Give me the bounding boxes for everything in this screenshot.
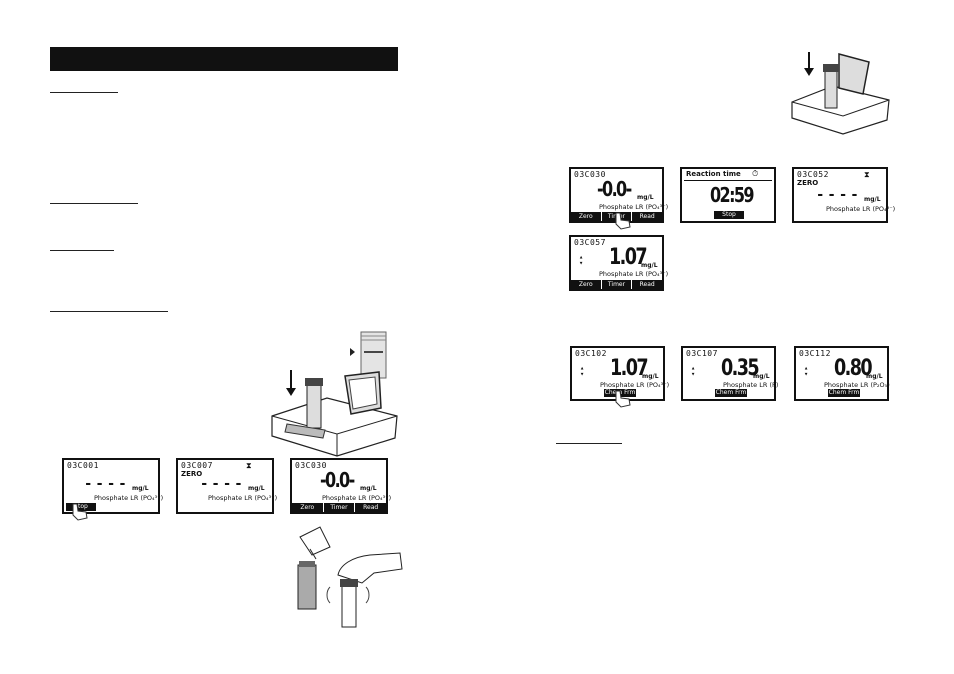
screen-code: 03C001 bbox=[67, 461, 99, 470]
read-button[interactable]: Read bbox=[639, 281, 655, 288]
unit-label: mg/L bbox=[642, 373, 659, 380]
pointing-hand-icon bbox=[615, 390, 631, 408]
up-down-arrows-icon: ▴▾ bbox=[691, 364, 696, 378]
zero-button[interactable]: Zero bbox=[571, 280, 602, 289]
hourglass-icon: ⧗ bbox=[864, 170, 870, 179]
timer-button[interactable]: Timer bbox=[324, 503, 356, 512]
display-screen-6: 03C052 ⧗ ZERO ---- mg/L Phosphate LR (PO… bbox=[792, 167, 895, 223]
unit-label: mg/L bbox=[360, 485, 377, 492]
screen-code: 03C030 bbox=[574, 170, 606, 179]
up-down-arrows-icon: ▴▾ bbox=[580, 364, 585, 378]
display-screen-7: 03C057 ▴▾ 1.07 mg/L Phosphate LR (PO₄³⁻)… bbox=[569, 235, 668, 291]
chem-form-button[interactable]: Chem Frm bbox=[828, 389, 860, 397]
dashed-reading: ---- bbox=[200, 476, 246, 492]
reading-value: 0.80 bbox=[834, 356, 873, 381]
heading-underline-3 bbox=[50, 250, 114, 251]
title-divider bbox=[684, 180, 772, 181]
dashed-reading: ---- bbox=[816, 187, 862, 203]
display-screen-10: 03C112 ▴▾ 0.80 mg/L Phosphate LR (P₂O₅) … bbox=[794, 346, 890, 401]
reading-value: 1.07 bbox=[609, 245, 648, 270]
display-screen-5: Reaction time ⏱ 02:59 Stop bbox=[680, 167, 776, 223]
unit-label: mg/L bbox=[132, 485, 149, 492]
chem-form-button[interactable]: Chem Frm bbox=[715, 389, 747, 397]
zero-label: ZERO bbox=[797, 179, 819, 187]
method-label: Phosphate LR (PO₄³⁻) bbox=[599, 203, 669, 211]
pointing-hand-icon bbox=[615, 212, 631, 230]
unit-label: mg/L bbox=[864, 196, 881, 203]
screen-code: 03C107 bbox=[686, 349, 718, 358]
display-screen-2: 03C007 ⧗ ZERO ---- mg/L Phosphate LR (PO… bbox=[176, 458, 278, 514]
zero-label: ZERO bbox=[181, 470, 203, 478]
softkey-bar: Zero Timer Read bbox=[571, 280, 662, 289]
screen-code: 03C102 bbox=[575, 349, 607, 358]
method-label: Phosphate LR (PO₄³⁻) bbox=[322, 494, 392, 502]
screen-code: 03C052 bbox=[797, 170, 829, 179]
meter-cuvette-insert-illustration bbox=[791, 52, 890, 135]
heading-underline-4 bbox=[50, 311, 168, 312]
reading-value: -0.0- bbox=[320, 468, 355, 492]
method-label: Phosphate LR (PO₄³⁻) bbox=[208, 494, 278, 502]
heading-underline-5 bbox=[556, 443, 622, 444]
reading-value: 0.35 bbox=[721, 356, 760, 381]
section-header-bar bbox=[50, 47, 398, 71]
display-screen-3: 03C030 -0.0- mg/L Phosphate LR (PO₄³⁻) Z… bbox=[290, 458, 392, 514]
unit-label: mg/L bbox=[641, 262, 658, 269]
dashed-reading: ---- bbox=[84, 476, 130, 492]
reaction-time-title: Reaction time bbox=[686, 170, 741, 178]
heading-underline-2 bbox=[50, 203, 138, 204]
display-screen-1: 03C001 ---- mg/L Phosphate LR (PO₄³⁻) St… bbox=[62, 458, 164, 514]
up-down-arrows-icon: ▴▾ bbox=[579, 253, 584, 267]
stop-button[interactable]: Stop bbox=[66, 503, 96, 511]
method-label: Phosphate LR (PO₄³⁻) bbox=[600, 381, 670, 389]
screen-code: 03C030 bbox=[295, 461, 327, 470]
right-page: 03C030 -0.0- mg/L Phosphate LR (PO₄³⁻) Z… bbox=[477, 0, 954, 674]
method-label: Phosphate LR (PO₄³⁻) bbox=[94, 494, 164, 502]
timer-button[interactable]: Timer bbox=[602, 280, 633, 289]
reading-value: -0.0- bbox=[597, 177, 632, 201]
pointing-hand-icon bbox=[72, 503, 88, 521]
softkey-bar: Zero Timer Read bbox=[292, 503, 386, 512]
reagent-add-shake-illustration bbox=[297, 526, 403, 628]
unit-label: mg/L bbox=[866, 373, 883, 380]
stop-button[interactable]: Stop bbox=[714, 211, 744, 219]
display-screen-9: 03C107 ▴▾ 0.35 mg/L Phosphate LR (P) Che… bbox=[681, 346, 779, 401]
method-label: Phosphate LR (PO₄³⁻) bbox=[826, 205, 896, 213]
heading-underline-1 bbox=[50, 92, 118, 93]
read-button[interactable]: Read bbox=[639, 213, 655, 220]
stopwatch-icon: ⏱ bbox=[752, 169, 759, 178]
unit-label: mg/L bbox=[637, 194, 654, 201]
read-button[interactable]: Read bbox=[363, 504, 379, 511]
screen-code: 03C112 bbox=[799, 349, 831, 358]
hourglass-icon: ⧗ bbox=[246, 461, 252, 470]
left-page: 03C001 ---- mg/L Phosphate LR (PO₄³⁻) St… bbox=[50, 47, 403, 628]
screen-code: 03C057 bbox=[574, 238, 606, 247]
countdown-time: 02:59 bbox=[710, 183, 755, 207]
method-label: Phosphate LR (PO₄³⁻) bbox=[599, 270, 669, 278]
up-down-arrows-icon: ▴▾ bbox=[804, 364, 809, 378]
unit-label: mg/L bbox=[248, 485, 265, 492]
screen-code: 03C007 bbox=[181, 461, 213, 470]
method-label: Phosphate LR (P₂O₅) bbox=[824, 381, 890, 389]
unit-label: mg/L bbox=[753, 373, 770, 380]
method-label: Phosphate LR (P) bbox=[723, 381, 779, 389]
zero-button[interactable]: Zero bbox=[292, 503, 324, 512]
meter-cuvette-insert-illustration bbox=[271, 370, 398, 457]
zero-button[interactable]: Zero bbox=[571, 212, 602, 221]
reading-value: 1.07 bbox=[610, 356, 649, 381]
